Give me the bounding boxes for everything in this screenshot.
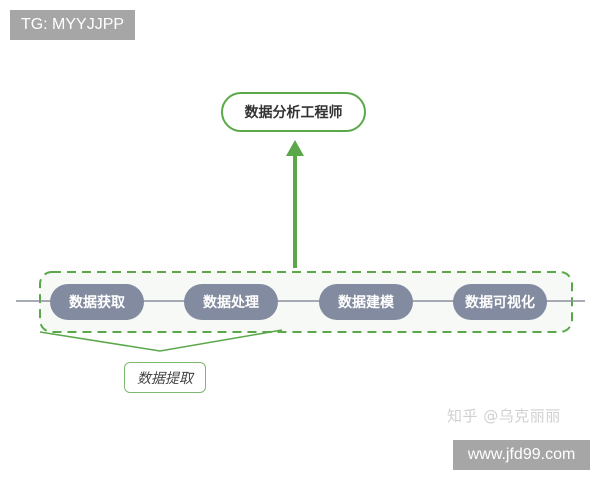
pipeline-node-visualization: 数据可视化 (453, 284, 547, 320)
extract-brace (39, 329, 283, 352)
pipeline-node-modeling: 数据建模 (319, 284, 413, 320)
goal-node-data-analyst-engineer: 数据分析工程师 (221, 92, 366, 132)
pipeline-node-processing: 数据处理 (184, 284, 278, 320)
pipeline-group-box (39, 271, 573, 333)
extract-label-box: 数据提取 (124, 362, 206, 393)
watermark-top-left: TG: MYYJJPP (10, 10, 135, 40)
arrow-head-icon (286, 140, 304, 156)
watermark-zhihu: 知乎 @乌克丽丽 (447, 407, 561, 425)
pipeline-node-acquisition: 数据获取 (50, 284, 144, 320)
watermark-bottom-right: www.jfd99.com (453, 440, 590, 470)
